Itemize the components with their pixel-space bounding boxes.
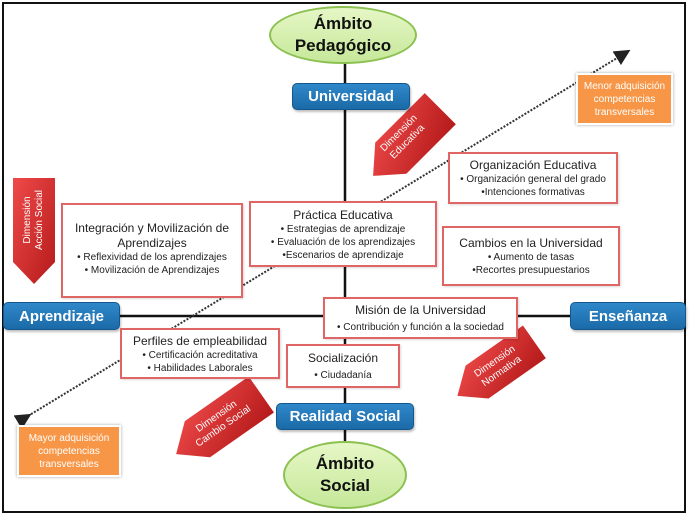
box-title: Organización Educativa [469,158,597,172]
box-bullet: • Aumento de tasas [487,252,575,263]
box-bullet: • Evaluación de los aprendizajes [270,237,416,248]
box-perfiles-empleabilidad: Perfiles de empleabilidad • Certificació… [120,328,280,379]
axis-ensenanza: Enseñanza [570,302,686,330]
box-organizacion-educativa: Organización Educativa • Organización ge… [448,152,618,204]
box-practica-educativa: Práctica Educativa • Estrategias de apre… [249,201,437,267]
box-title: Integración y Movilización de Aprendizaj… [74,221,230,250]
dimension-normativa-arrow [457,325,546,399]
ambito-pedagogico-ellipse: Ámbito Pedagógico [269,6,417,64]
box-title: Perfiles de empleabilidad [132,334,268,348]
box-bullet: • Habilidades Laborales [147,363,253,374]
box-bullet: •Escenarios de aprendizaje [282,250,404,261]
box-mision-universidad: Misión de la Universidad • Contribución … [323,297,518,339]
dimension-accion-social-label: Dimensión Acción Social [22,189,45,251]
menor-adquisicion-box: Menor adquisición competencias transvers… [576,73,673,125]
box-bullet: • Certificación acreditativa [142,350,258,361]
mayor-adquisicion-box: Mayor adquisición competencias transvers… [17,425,121,477]
axis-aprendizaje-label: Aprendizaje [18,307,105,325]
ambito-pedagogico-label: Ámbito Pedagógico [294,14,392,55]
axis-realidad-social-label: Realidad Social [289,408,401,425]
box-bullet: • Estrategias de aprendizaje [280,224,406,235]
axis-ensenanza-label: Enseñanza [588,307,668,325]
ambito-social-label: Ámbito Social [315,454,375,495]
axis-aprendizaje: Aprendizaje [3,302,120,330]
box-title: Práctica Educativa [293,208,393,222]
box-bullet: • Ciudadanía [314,370,372,381]
box-integracion-movilizacion: Integración y Movilización de Aprendizaj… [61,203,243,298]
box-bullet: • Contribución y función a la sociedad [337,322,504,333]
box-bullet: • Movilización de Aprendizajes [84,265,220,276]
dimension-educativa-arrow [373,93,456,176]
menor-adquisicion-label: Menor adquisición competencias transvers… [583,80,666,118]
box-title: Misión de la Universidad [355,303,486,317]
box-cambios-universidad: Cambios en la Universidad • Aumento de t… [442,226,620,286]
box-title: Cambios en la Universidad [459,236,603,250]
axis-universidad: Universidad [292,83,410,110]
axis-realidad-social: Realidad Social [276,403,414,430]
dimension-accion-social-arrow [13,178,55,284]
box-bullet: • Organización general del grado [460,174,606,185]
axis-universidad-label: Universidad [308,88,394,105]
dimension-cambio-social-arrow [176,376,274,458]
mayor-adquisicion-label: Mayor adquisición competencias transvers… [28,432,110,470]
box-title: Socialización [307,351,379,365]
ambito-social-ellipse: Ámbito Social [283,441,407,509]
box-socializacion: Socialización • Ciudadanía [286,344,400,388]
box-bullet: •Recortes presupuestarios [472,265,590,276]
box-bullet: • Reflexividad de los aprendizajes [77,252,227,263]
box-bullet: •Intenciones formativas [481,187,585,198]
